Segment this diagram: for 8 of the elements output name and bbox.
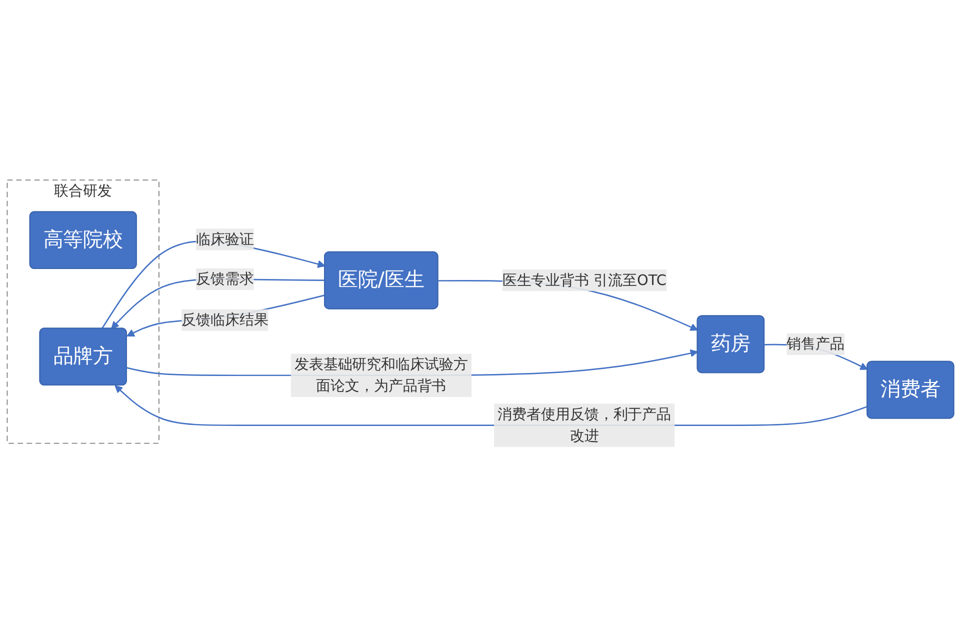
edge-label: 临床验证 xyxy=(196,230,254,248)
edge-label: 医生专业背书 引流至OTC xyxy=(502,271,666,288)
edge-label: 销售产品 xyxy=(786,335,844,352)
edge-label: 反馈需求 xyxy=(196,270,254,288)
arrow xyxy=(126,294,326,337)
edge-label: 发表基础研究和临床试验方面论文，为产品背书 xyxy=(294,356,468,394)
edge-label: 消费者使用反馈，利于产品改进 xyxy=(498,405,672,444)
edge-label: 反馈临床结果 xyxy=(182,311,268,328)
